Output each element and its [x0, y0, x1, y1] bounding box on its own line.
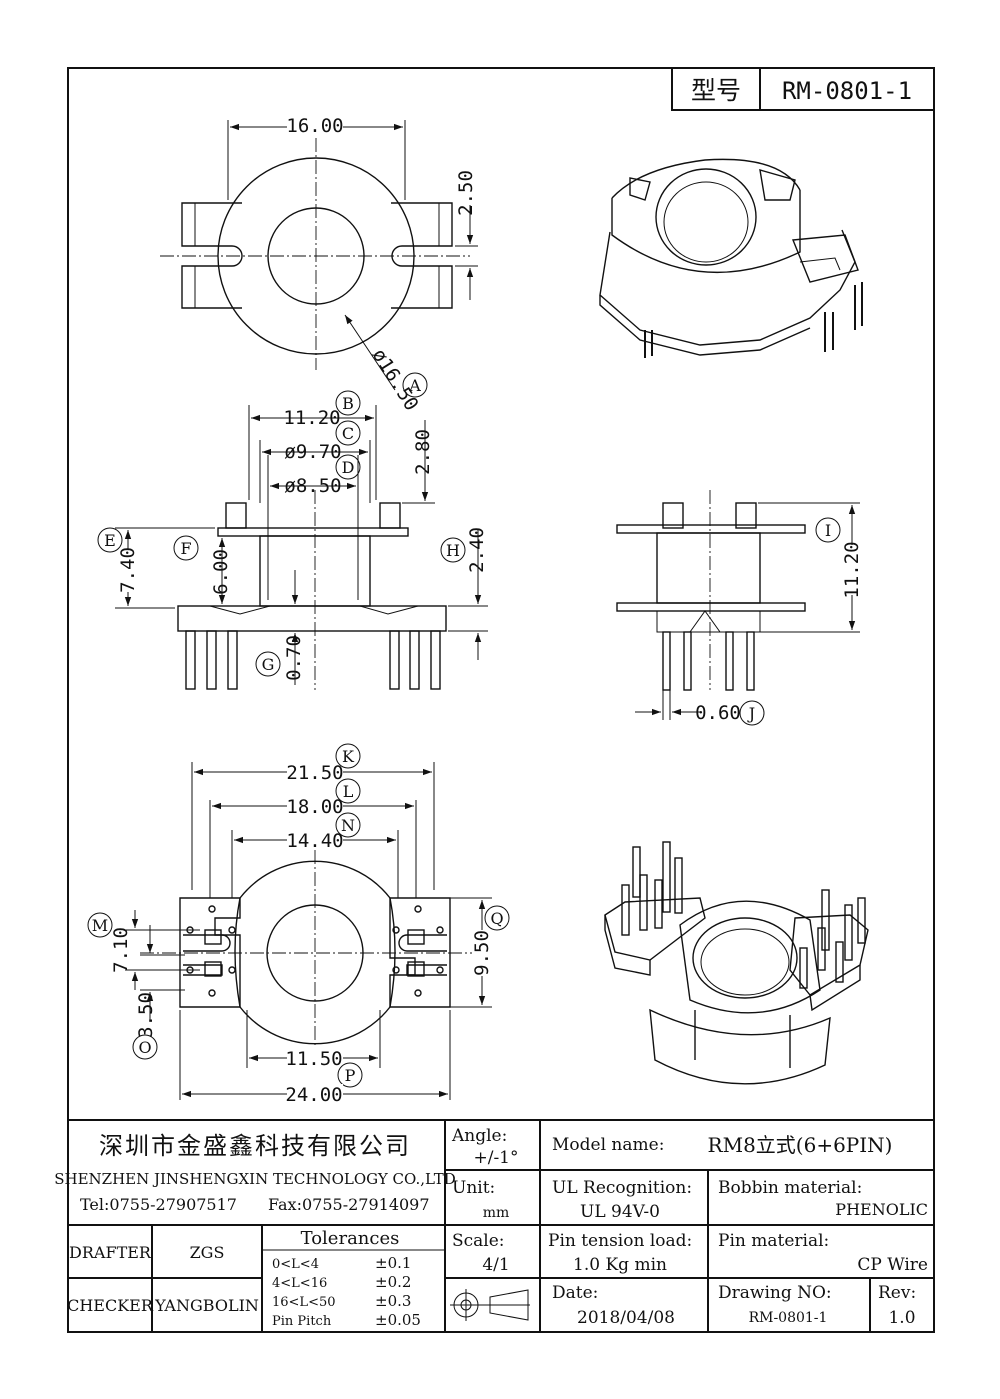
callout-h: H [446, 541, 460, 560]
title-block: 深圳市金盛鑫科技有限公司 SHENZHEN JINSHENGXIN TECHNO… [54, 1119, 934, 1332]
model-header: 型号 RM-0801-1 [671, 67, 935, 111]
tolerance-range: 16<L<50 [272, 1295, 336, 1310]
date-label: Date: [552, 1283, 598, 1303]
dim-front-b: 11.20 [283, 407, 340, 429]
tolerance-table: 0<L<4 ±0.1 4<L<16 ±0.2 16<L<50 ±0.3 Pin … [272, 1254, 421, 1329]
drafter-label: DRAFTER [69, 1243, 152, 1262]
dim-front-flange: 2.80 [412, 429, 434, 475]
angle-value: +/-1° [473, 1148, 518, 1168]
tolerance-value: ±0.1 [375, 1254, 411, 1272]
model-label: 型号 [691, 76, 741, 105]
tolerance-value: ±0.3 [375, 1292, 411, 1310]
pin-tension-label: Pin tension load: [548, 1231, 692, 1251]
callout-g: G [262, 655, 275, 674]
unit-label: Unit: [452, 1178, 495, 1198]
callout-e: E [104, 531, 116, 550]
bobbin-material-value: PHENOLIC [835, 1200, 928, 1219]
callout-p: P [345, 1066, 356, 1085]
dim-top-slot: 2.50 [455, 170, 477, 216]
front-pins [185, 630, 441, 690]
date-value: 2018/04/08 [577, 1308, 675, 1328]
callout-m: M [92, 916, 108, 935]
callout-l: L [343, 782, 354, 801]
dim-bottom-m: 7.10 [110, 927, 132, 973]
dim-top-width: 16.00 [286, 115, 343, 137]
model-value: RM-0801-1 [782, 77, 912, 105]
iso-bore [655, 168, 757, 266]
side-pins [662, 631, 755, 691]
callout-f: F [180, 539, 191, 558]
callout-d: D [342, 458, 355, 477]
drafter-value: ZGS [190, 1243, 225, 1262]
drawing-border [67, 67, 935, 1333]
dim-bottom-n: 14.40 [286, 830, 343, 852]
rev-label: Rev: [878, 1283, 916, 1303]
drawing-no-label: Drawing NO: [718, 1283, 832, 1303]
company-name-en: SHENZHEN JINSHENGXIN TECHNOLOGY CO.,LTD [54, 1170, 456, 1188]
bobbin-material-label: Bobbin material: [718, 1178, 862, 1198]
angle-label: Angle: [451, 1126, 507, 1146]
company-name-cn: 深圳市金盛鑫科技有限公司 [99, 1132, 411, 1160]
iso2-pins [621, 841, 866, 989]
callout-a: A [408, 376, 421, 395]
callout-c: C [342, 424, 354, 443]
tolerance-range: 0<L<4 [272, 1257, 319, 1272]
projection-symbol-icon [450, 1289, 530, 1321]
callout-q: Q [490, 909, 503, 928]
callout-n: N [341, 816, 355, 835]
tolerance-value: ±0.2 [375, 1273, 411, 1291]
dim-side-i: 11.20 [841, 541, 863, 598]
callout-k: K [342, 747, 355, 766]
iso2-bore [692, 917, 798, 999]
unit-value: mm [483, 1205, 510, 1221]
rev-value: 1.0 [888, 1308, 915, 1328]
callout-i: I [825, 521, 831, 540]
model-name-label: Model name: [552, 1135, 664, 1155]
callout-b: B [342, 394, 354, 413]
side-view: 11.20 I 0.60 J [616, 490, 863, 726]
dim-front-d: ø8.50 [284, 475, 341, 497]
dim-bottom-total: 24.00 [285, 1084, 342, 1106]
dim-bottom-p: 11.50 [285, 1048, 342, 1070]
dim-front-f: 6.00 [210, 549, 232, 595]
tolerance-value: ±0.05 [375, 1311, 421, 1329]
pin-material-label: Pin material: [718, 1231, 829, 1251]
ul-value: UL 94V-0 [580, 1202, 660, 1222]
callout-o: O [138, 1038, 151, 1057]
ul-label: UL Recognition: [552, 1178, 692, 1198]
isometric-view-top [599, 158, 863, 358]
pin-material-value: CP Wire [857, 1255, 928, 1275]
tolerances-title: Tolerances [301, 1228, 400, 1249]
checker-label: CHECKER [67, 1296, 154, 1315]
tolerance-range: Pin Pitch [272, 1314, 332, 1329]
front-view: 11.20 B ø9.70 C ø8.50 D 2.80 7.40 E 6.00… [97, 390, 488, 690]
isometric-view-bottom [604, 841, 869, 1085]
drawing-no-value: RM-0801-1 [749, 1310, 828, 1326]
scale-value: 4/1 [482, 1255, 509, 1275]
dim-bottom-q: 9.50 [471, 930, 493, 976]
dim-front-e: 7.40 [117, 547, 139, 593]
dim-front-h: 2.40 [466, 527, 488, 573]
dim-bottom-l: 18.00 [286, 796, 343, 818]
dim-side-j: 0.60 [695, 702, 741, 724]
scale-label: Scale: [452, 1231, 505, 1251]
company-fax: Fax:0755-27914097 [268, 1195, 430, 1214]
pin-tension-value: 1.0 Kg min [573, 1255, 667, 1275]
bottom-view: 21.50 K 18.00 L 14.40 N 7.10 M 9.50 Q [87, 743, 510, 1106]
callout-j: J [747, 704, 755, 723]
top-view: 16.00 2.50 ø16.50 A [160, 113, 478, 415]
checker-value: YANGBOLIN [154, 1296, 259, 1315]
model-name-value: RM8立式(6+6PIN) [708, 1133, 893, 1157]
dim-front-g: 0.70 [283, 635, 305, 681]
dim-front-c: ø9.70 [284, 441, 341, 463]
company-tel: Tel:0755-27907517 [80, 1195, 237, 1214]
dim-bottom-o: 3.50 [135, 992, 157, 1038]
dim-bottom-k: 21.50 [286, 762, 343, 784]
tolerance-range: 4<L<16 [272, 1276, 327, 1291]
pin-pads [186, 905, 444, 997]
